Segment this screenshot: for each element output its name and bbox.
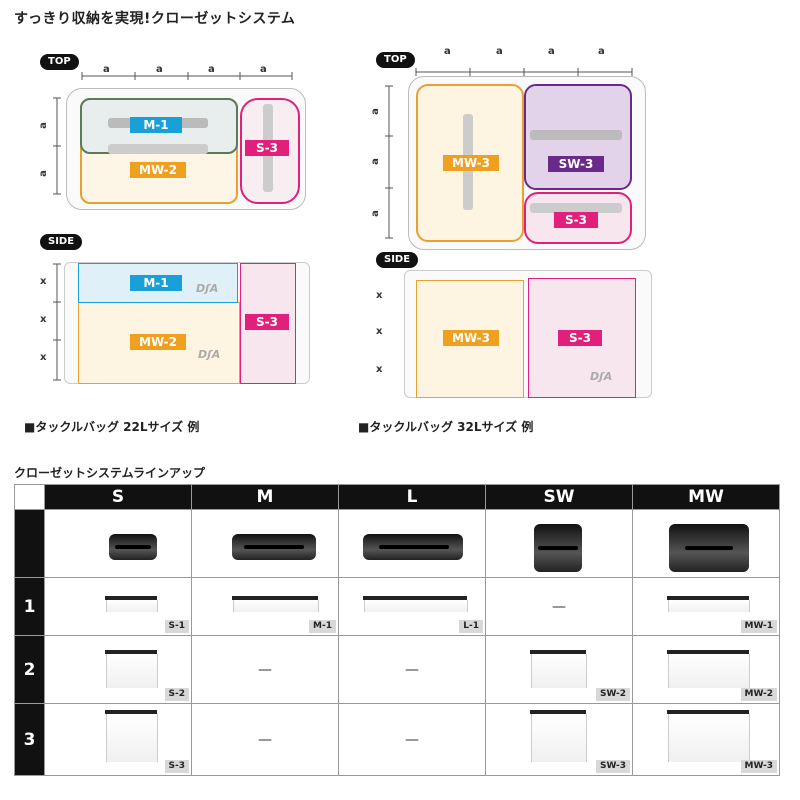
cell-l-3: — xyxy=(338,703,486,776)
cell-s-1: S-1 xyxy=(44,577,192,636)
cell-mw-3: MW-3 xyxy=(632,703,780,776)
cell-sw-1: — xyxy=(485,577,633,636)
dim-a: a xyxy=(37,170,49,177)
row-header-1: 1 xyxy=(14,577,45,636)
dim-a: a xyxy=(496,46,503,57)
col-header-sw: SW xyxy=(485,484,633,510)
dim-a: a xyxy=(369,158,381,165)
top-cell-sw xyxy=(485,509,633,578)
dim-x: x xyxy=(376,364,383,375)
top-dimension-ruler xyxy=(81,72,293,80)
page-title: すっきり収納を実現!クローゼットシステム xyxy=(14,11,296,27)
dim-x: x xyxy=(40,276,47,287)
dim-a: a xyxy=(260,64,267,75)
cell-l-1: L-1 xyxy=(338,577,486,636)
dim-a: a xyxy=(369,108,381,115)
mw2-side-label: MW-2 xyxy=(130,334,186,350)
s3-handle xyxy=(530,203,622,213)
caption-22l: ■タックルバッグ 22Lサイズ 例 xyxy=(24,420,200,434)
s3-side-label: S-3 xyxy=(558,330,602,346)
row-header-3: 3 xyxy=(14,703,45,776)
dim-a: a xyxy=(444,46,451,57)
cell-l-2: — xyxy=(338,635,486,704)
tag-mw-1: MW-1 xyxy=(740,620,777,633)
m1-label: M-1 xyxy=(130,117,182,133)
tag-mw-2: MW-2 xyxy=(740,688,777,701)
col-header-s: S xyxy=(44,484,192,510)
mw3-label: MW-3 xyxy=(443,155,499,171)
side-view-label: SIDE xyxy=(40,234,83,250)
m1-side-label: M-1 xyxy=(130,275,182,291)
top-cell-m xyxy=(191,509,339,578)
top-cell-s xyxy=(44,509,192,578)
cell-m-2: — xyxy=(191,635,339,704)
col-header-mw: MW xyxy=(632,484,780,510)
top-view-label: TOP xyxy=(376,52,415,68)
dim-a: a xyxy=(598,46,605,57)
cell-sw-3: SW-3 xyxy=(485,703,633,776)
top-view-label: TOP xyxy=(40,54,79,70)
tag-s-1: S-1 xyxy=(164,620,189,633)
sw3-label: SW-3 xyxy=(548,156,604,172)
col-header-l: L xyxy=(338,484,486,510)
mw2-label: MW-2 xyxy=(130,162,186,178)
col-header-m: M xyxy=(191,484,339,510)
dim-a: a xyxy=(103,64,110,75)
mw2-handle xyxy=(108,144,208,154)
dim-a: a xyxy=(548,46,555,57)
cell-sw-2: SW-2 xyxy=(485,635,633,704)
side-dimension-ruler xyxy=(385,85,393,239)
row-header-top xyxy=(14,509,45,578)
dim-a: a xyxy=(369,210,381,217)
cell-s-2: S-2 xyxy=(44,635,192,704)
dim-a: a xyxy=(208,64,215,75)
tag-sw-2: SW-2 xyxy=(595,688,630,701)
dim-x: x xyxy=(376,326,383,337)
cell-s-3: S-3 xyxy=(44,703,192,776)
s3-label: S-3 xyxy=(554,212,598,228)
tag-s-3: S-3 xyxy=(164,760,189,773)
tag-s-2: S-2 xyxy=(164,688,189,701)
row-header-2: 2 xyxy=(14,635,45,704)
dim-x: x xyxy=(40,314,47,325)
s3-label: S-3 xyxy=(245,140,289,156)
caption-32l: ■タックルバッグ 32Lサイズ 例 xyxy=(358,420,534,434)
dim-x: x xyxy=(376,290,383,301)
dim-a: a xyxy=(156,64,163,75)
mw3-side-label: MW-3 xyxy=(443,330,499,346)
lineup-table: S M L SW MW 1 xyxy=(14,484,780,776)
tag-l-1: L-1 xyxy=(459,620,483,633)
s3-side-label: S-3 xyxy=(245,314,289,330)
dim-a: a xyxy=(37,122,49,129)
cell-m-1: M-1 xyxy=(191,577,339,636)
tag-mw-3: MW-3 xyxy=(740,760,777,773)
daiwa-logo: DʃA xyxy=(196,282,219,295)
daiwa-logo: DʃA xyxy=(198,348,221,361)
corner-cell xyxy=(14,484,45,510)
sw3-handle xyxy=(530,130,622,140)
lineup-title: クローゼットシステムラインアップ xyxy=(14,466,206,480)
side-view-label: SIDE xyxy=(376,252,419,268)
dim-x: x xyxy=(40,352,47,363)
cell-m-3: — xyxy=(191,703,339,776)
tag-sw-3: SW-3 xyxy=(595,760,630,773)
top-cell-mw xyxy=(632,509,780,578)
top-dimension-ruler xyxy=(415,68,633,76)
cell-mw-1: MW-1 xyxy=(632,577,780,636)
top-cell-l xyxy=(338,509,486,578)
side-dimension-ruler xyxy=(53,97,61,195)
side-height-ruler xyxy=(53,263,61,381)
cell-mw-2: MW-2 xyxy=(632,635,780,704)
tag-m-1: M-1 xyxy=(309,620,336,633)
daiwa-logo: DʃA xyxy=(590,370,613,383)
